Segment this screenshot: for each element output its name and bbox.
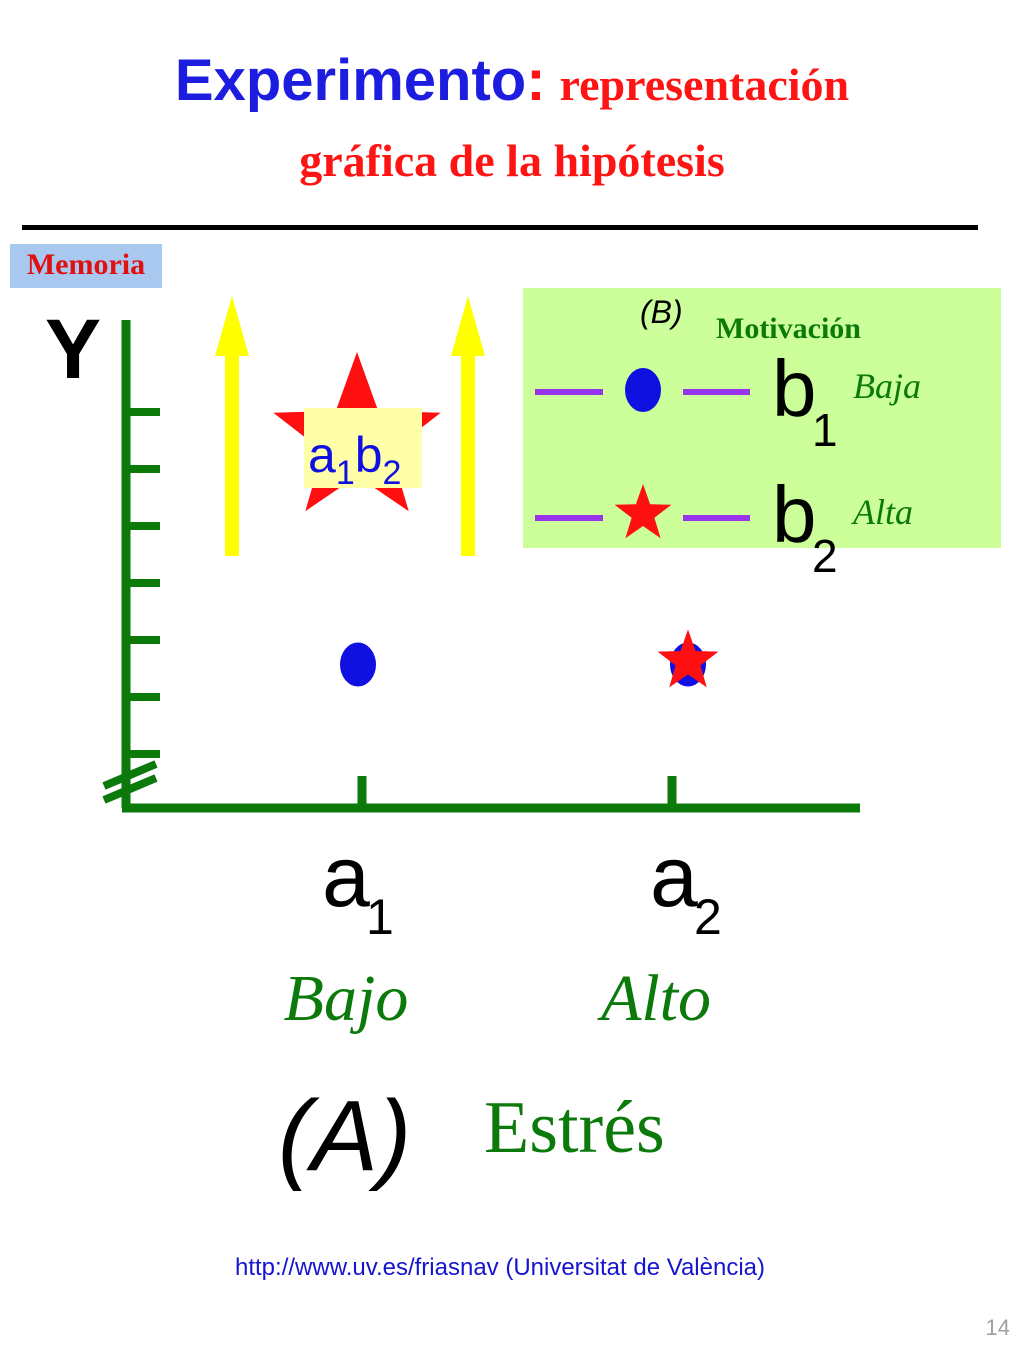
legend-box (523, 288, 1001, 548)
page-title: Experimento:representación (0, 52, 1024, 110)
highlight-label-part: 1 (336, 454, 355, 492)
title-sub-1: representación (559, 59, 850, 110)
x-category-label: Bajo (284, 962, 409, 1035)
marker-b1-circle (340, 642, 376, 687)
title-sub-2: gráfica de la hipótesis (299, 135, 725, 186)
axis-break-mark (102, 760, 158, 790)
marker-b2-star (657, 629, 719, 688)
ylabel-text: Memoria (26, 248, 146, 281)
x-category-symbol: a (322, 829, 370, 925)
highlight-label-part: a (308, 427, 336, 483)
highlight-label: a1b2 (308, 427, 401, 492)
x-factor-name: Estrés (484, 1087, 665, 1169)
highlight-label-part: 2 (383, 454, 402, 492)
effect-arrow-head (215, 296, 249, 356)
legend-level: Baja (853, 366, 921, 406)
ylabel-box (10, 244, 162, 288)
highlight-label-box (304, 408, 422, 488)
legend-subscript: 2 (812, 530, 838, 582)
legend-factor-letter: (B) (640, 294, 683, 330)
x-category-label: Alto (597, 962, 711, 1035)
page-number: 14 (985, 1315, 1010, 1340)
legend-symbol: b (772, 344, 817, 433)
highlight-label-part: b (355, 427, 383, 483)
legend-level: Alta (851, 492, 913, 532)
legend-symbol: b (772, 470, 817, 559)
legend-marker-star (614, 484, 672, 539)
legend-marker-circle (625, 368, 661, 412)
footer-url[interactable]: http://www.uv.es/friasnav (Universitat d… (235, 1254, 765, 1281)
y-symbol: Y (45, 302, 101, 396)
effect-arrow-head (451, 296, 485, 356)
title-colon: : (526, 48, 546, 113)
x-category-subscript: 2 (694, 889, 722, 945)
x-category-subscript: 1 (366, 889, 394, 945)
x-category-symbol: a (650, 829, 698, 925)
title-rule (22, 225, 978, 230)
legend-factor-name: Motivación (716, 312, 861, 345)
title-main: Experimento (174, 48, 527, 113)
axis-break-mark (102, 774, 158, 804)
x-factor-letter: (A) (278, 1080, 411, 1192)
legend-subscript: 1 (812, 404, 838, 456)
